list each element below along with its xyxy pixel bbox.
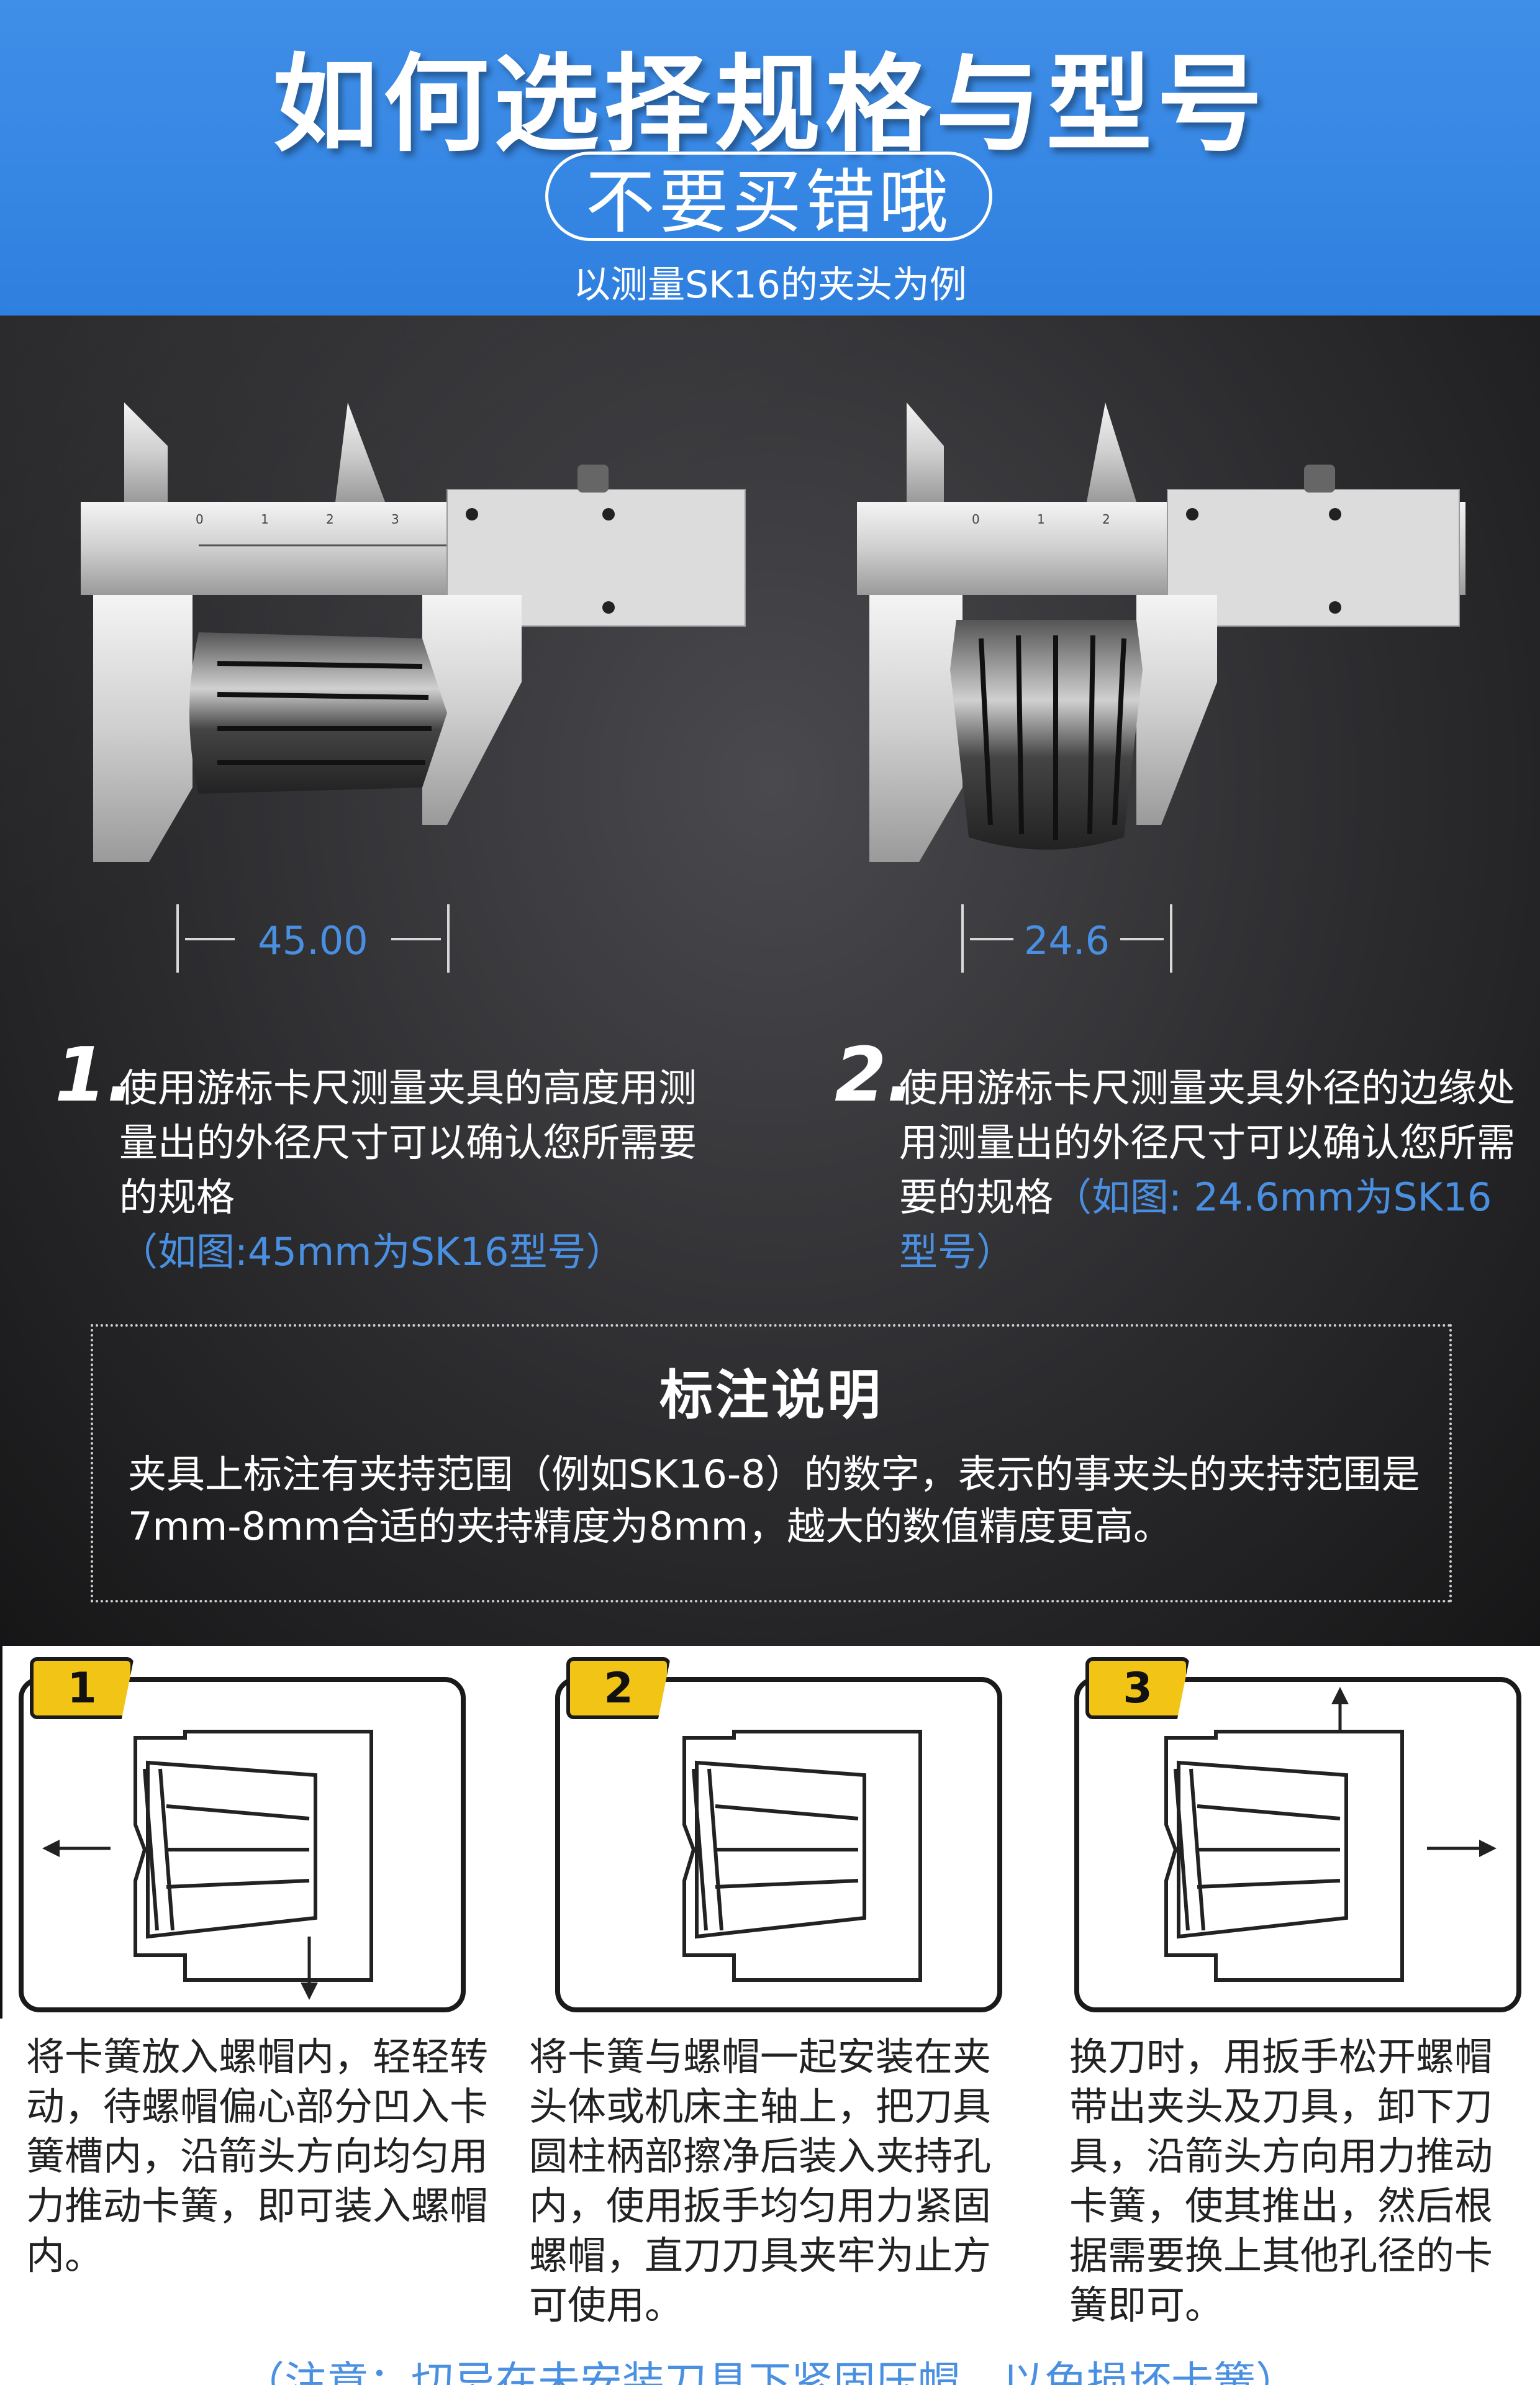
step-number: 1. — [55, 1032, 135, 1119]
install-step-2-text: 将卡簧与螺帽一起安装在夹头体或机床主轴上，把刀具圆柱柄部擦净后装入夹持孔内，使用… — [529, 2034, 992, 2328]
collet-nut-diagram-icon — [42, 1730, 373, 2000]
install-diagram-1: 1 — [19, 1657, 466, 2012]
annotation-note-box: 标注说明 夹具上标注有夹持范围（例如SK16-8）的数字，表示的事夹头的夹持范围… — [91, 1324, 1452, 1602]
step-highlight: （如图:45mm为SK16型号） — [119, 1229, 625, 1274]
svg-text:1: 1 — [1037, 512, 1045, 527]
step-body: 使用游标卡尺测量夹具的高度用测量出的外径尺寸可以确认您所需要的规格 — [119, 1065, 697, 1220]
caliper-height-photo: 012 345 678 — [75, 390, 751, 949]
height-value: 45.00 — [258, 918, 368, 963]
step-2-text: 2. 使用游标卡尺测量夹具外径的边缘处用测量出的外径尺寸可以确认您所需要的规格（… — [835, 1038, 1520, 1279]
installation-section: 1 2 3 — [0, 1646, 1540, 2385]
svg-text:0: 0 — [972, 512, 980, 527]
svg-text:1: 1 — [261, 512, 269, 527]
caliper-icon: 012 345 67 — [857, 402, 1465, 862]
height-dimension: 45.00 — [176, 904, 450, 979]
caliper-icon: 012 345 678 — [81, 402, 746, 862]
step-highlight: （如图: 24.6mm为SK16型号） — [899, 1174, 1492, 1274]
arrow-left-icon — [970, 938, 1013, 940]
install-diagram-3: 3 — [1074, 1657, 1521, 2012]
caution-footnote: （注意：切忌在未安装刀具下紧固压帽，以免损坏卡簧） — [242, 2358, 1298, 2385]
note-title: 标注说明 — [659, 1365, 883, 1427]
step-1-text: 1. 使用游标卡尺测量夹具的高度用测量出的外径尺寸可以确认您所需要的规格（如图:… — [55, 1038, 728, 1279]
diameter-dimension: 24.6 — [961, 904, 1172, 979]
step-body: 使用游标卡尺测量夹具外径的边缘处用测量出的外径尺寸可以确认您所需要的规格 — [899, 1065, 1516, 1220]
svg-text:3: 3 — [391, 512, 399, 527]
arrow-right-icon — [1120, 938, 1164, 940]
warning-pill: 不要买错哦 — [545, 152, 992, 243]
caliper-diameter-photo: 012 345 67 — [851, 390, 1472, 949]
install-diagram-2: 2 — [555, 1657, 1002, 2012]
svg-text:2: 2 — [326, 512, 334, 527]
step-number: 2. — [835, 1032, 915, 1119]
install-step-3-text: 换刀时，用扳手松开螺帽带出夹头及刀具，卸下刀具，沿箭头方向用力推动卡簧，使其推出… — [1069, 2034, 1493, 2328]
arrow-left-icon — [185, 938, 235, 940]
install-step-1-text: 将卡簧放入螺帽内，轻轻转动，待螺帽偏心部分凹入卡簧槽内，沿箭头方向均匀用力推动卡… — [26, 2034, 489, 2278]
diameter-value: 24.6 — [1023, 918, 1110, 963]
header-banner: 如何选择规格与型号 不要买错哦 以测量SK16的夹头为例 — [0, 0, 1540, 316]
collet-nut-diagram-icon — [1164, 1687, 1497, 1982]
collet-nut-diagram-icon — [682, 1730, 922, 1982]
note-body: 夹具上标注有夹持范围（例如SK16-8）的数字，表示的事夹头的夹持范围是7mm-… — [128, 1451, 1420, 1549]
measurement-section: 012 345 678 — [0, 316, 1540, 1646]
arrow-right-icon — [391, 938, 441, 940]
svg-text:0: 0 — [196, 512, 204, 527]
page-title: 如何选择规格与型号 — [272, 43, 1267, 166]
svg-text:2: 2 — [1102, 512, 1110, 527]
page-subtitle: 以测量SK16的夹头为例 — [573, 263, 967, 307]
